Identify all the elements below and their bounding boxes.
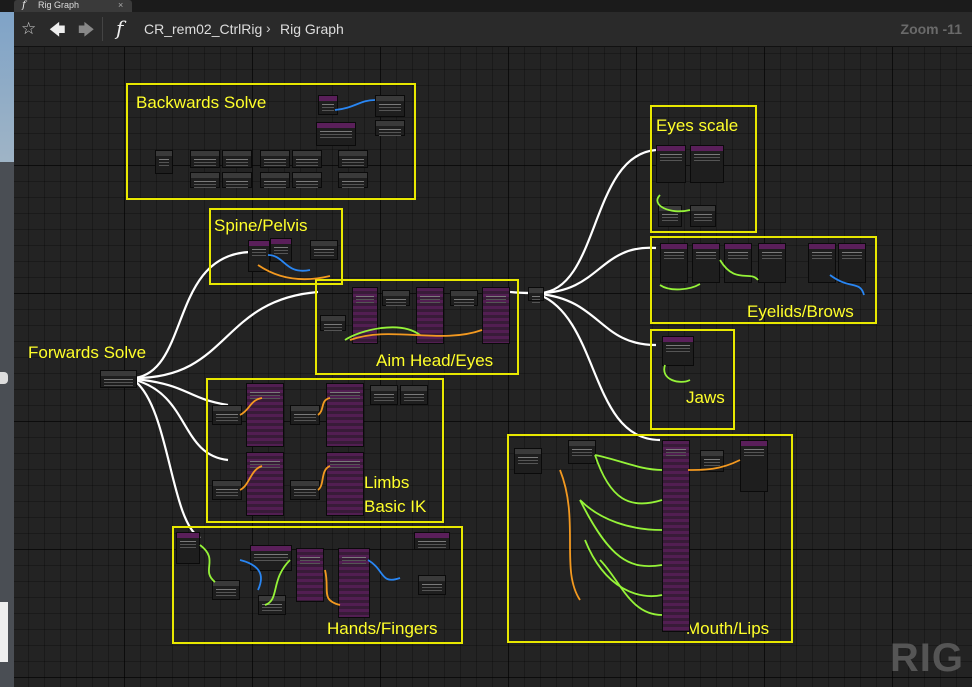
graph-node[interactable] bbox=[290, 480, 320, 500]
graph-node[interactable] bbox=[692, 243, 720, 283]
close-icon[interactable]: × bbox=[118, 0, 124, 10]
graph-node[interactable] bbox=[338, 548, 370, 618]
comment-label: Basic IK bbox=[364, 497, 427, 516]
graph-node[interactable] bbox=[568, 440, 596, 464]
viewport-strip bbox=[0, 12, 14, 687]
graph-node[interactable] bbox=[260, 150, 290, 168]
star-icon[interactable]: ☆ bbox=[21, 19, 37, 38]
graph-node[interactable] bbox=[248, 240, 270, 272]
comment-label: Backwards Solve bbox=[136, 93, 267, 112]
graph-node[interactable] bbox=[700, 450, 724, 472]
graph-node[interactable] bbox=[400, 385, 428, 405]
comment-limbs-basic-ik[interactable] bbox=[206, 378, 444, 523]
comment-mouth-lips[interactable] bbox=[507, 434, 793, 643]
graph-node[interactable] bbox=[514, 448, 542, 474]
graph-node[interactable] bbox=[318, 95, 338, 115]
graph-node[interactable] bbox=[662, 336, 694, 366]
graph-node[interactable] bbox=[375, 95, 405, 117]
comment-hands-fingers[interactable] bbox=[172, 526, 463, 644]
comment-eyelids-brows[interactable] bbox=[650, 236, 877, 324]
comment-spine-pelvis[interactable] bbox=[209, 208, 343, 285]
graph-node[interactable] bbox=[690, 145, 724, 183]
panel-pin-icon[interactable] bbox=[0, 372, 8, 384]
graph-node[interactable] bbox=[246, 452, 284, 516]
graph-node[interactable] bbox=[290, 405, 320, 425]
forward-arrow-icon[interactable]: 🡆 bbox=[78, 22, 95, 39]
tab-label: Rig Graph bbox=[38, 0, 80, 10]
comment-label: Eyes scale bbox=[656, 116, 739, 135]
tab-rig-graph[interactable]: f Rig Graph × bbox=[14, 0, 132, 12]
graph-node[interactable] bbox=[338, 150, 368, 168]
graph-node[interactable] bbox=[338, 172, 368, 188]
breadcrumb-rig[interactable]: CR_rem02_CtrlRig bbox=[144, 21, 263, 37]
graph-node[interactable] bbox=[662, 440, 690, 632]
graph-watermark: RIG bbox=[889, 636, 964, 680]
graph-node[interactable] bbox=[310, 240, 338, 260]
graph-node[interactable] bbox=[296, 548, 324, 602]
graph-node[interactable] bbox=[658, 205, 682, 227]
graph-node[interactable] bbox=[326, 383, 364, 447]
graph-node[interactable] bbox=[660, 243, 688, 283]
comment-label: Spine/Pelvis bbox=[214, 216, 308, 235]
breadcrumb-separator: › bbox=[266, 20, 271, 36]
forwards-solve-event-node[interactable] bbox=[100, 370, 137, 388]
graph-node[interactable] bbox=[656, 145, 686, 183]
toolbar-divider bbox=[102, 17, 103, 41]
comment-label: Hands/Fingers bbox=[327, 619, 438, 638]
graph-node[interactable] bbox=[190, 150, 220, 168]
graph-node[interactable] bbox=[292, 150, 322, 168]
graph-node[interactable] bbox=[450, 290, 478, 306]
comment-eyes-scale[interactable] bbox=[650, 105, 757, 233]
comment-aim-head-eyes[interactable] bbox=[315, 279, 519, 375]
graph-toolbar: ☆ 🡄 🡆 f CR_rem02_CtrlRig › Rig Graph Zoo… bbox=[14, 12, 972, 47]
graph-node[interactable] bbox=[838, 243, 866, 283]
graph-node[interactable] bbox=[482, 287, 510, 344]
graph-node[interactable] bbox=[740, 440, 768, 492]
comment-label: Eyelids/Brows bbox=[747, 302, 854, 321]
event-label: Forwards Solve bbox=[28, 343, 147, 362]
panel-edge bbox=[0, 602, 8, 662]
sequence-node[interactable] bbox=[155, 150, 173, 174]
graph-node[interactable] bbox=[690, 205, 716, 227]
graph-node[interactable] bbox=[222, 150, 252, 168]
graph-node[interactable] bbox=[292, 172, 322, 188]
comment-jaws[interactable] bbox=[650, 329, 735, 430]
graph-node[interactable] bbox=[758, 243, 786, 283]
graph-node[interactable] bbox=[246, 383, 284, 447]
graph-node[interactable] bbox=[375, 120, 405, 136]
zoom-level: Zoom -11 bbox=[900, 21, 962, 37]
graph-node[interactable] bbox=[260, 172, 290, 188]
back-arrow-icon[interactable]: 🡄 bbox=[49, 22, 66, 39]
graph-node[interactable] bbox=[370, 385, 398, 405]
viewport-sky bbox=[0, 12, 14, 162]
function-icon: f bbox=[22, 0, 26, 11]
comment-backwards-solve[interactable] bbox=[126, 83, 416, 200]
graph-node[interactable] bbox=[416, 287, 444, 344]
function-icon: f bbox=[116, 16, 124, 40]
graph-node[interactable] bbox=[382, 290, 410, 306]
graph-node[interactable] bbox=[190, 172, 220, 188]
sequence-node[interactable] bbox=[528, 287, 544, 301]
tab-bar: f Rig Graph × bbox=[0, 0, 972, 12]
comment-label: Jaws bbox=[686, 388, 725, 407]
graph-node[interactable] bbox=[212, 580, 240, 600]
graph-node[interactable] bbox=[176, 532, 200, 564]
graph-node[interactable] bbox=[418, 575, 446, 595]
comment-label: Aim Head/Eyes bbox=[376, 351, 494, 370]
graph-node[interactable] bbox=[320, 315, 346, 331]
graph-node[interactable] bbox=[414, 532, 450, 550]
comment-label: Limbs bbox=[364, 473, 410, 492]
comment-label: Mouth/Lips bbox=[686, 619, 770, 638]
graph-node[interactable] bbox=[222, 172, 252, 188]
breadcrumb-graph[interactable]: Rig Graph bbox=[280, 21, 344, 37]
graph-node[interactable] bbox=[316, 122, 356, 146]
graph-node[interactable] bbox=[326, 452, 364, 516]
